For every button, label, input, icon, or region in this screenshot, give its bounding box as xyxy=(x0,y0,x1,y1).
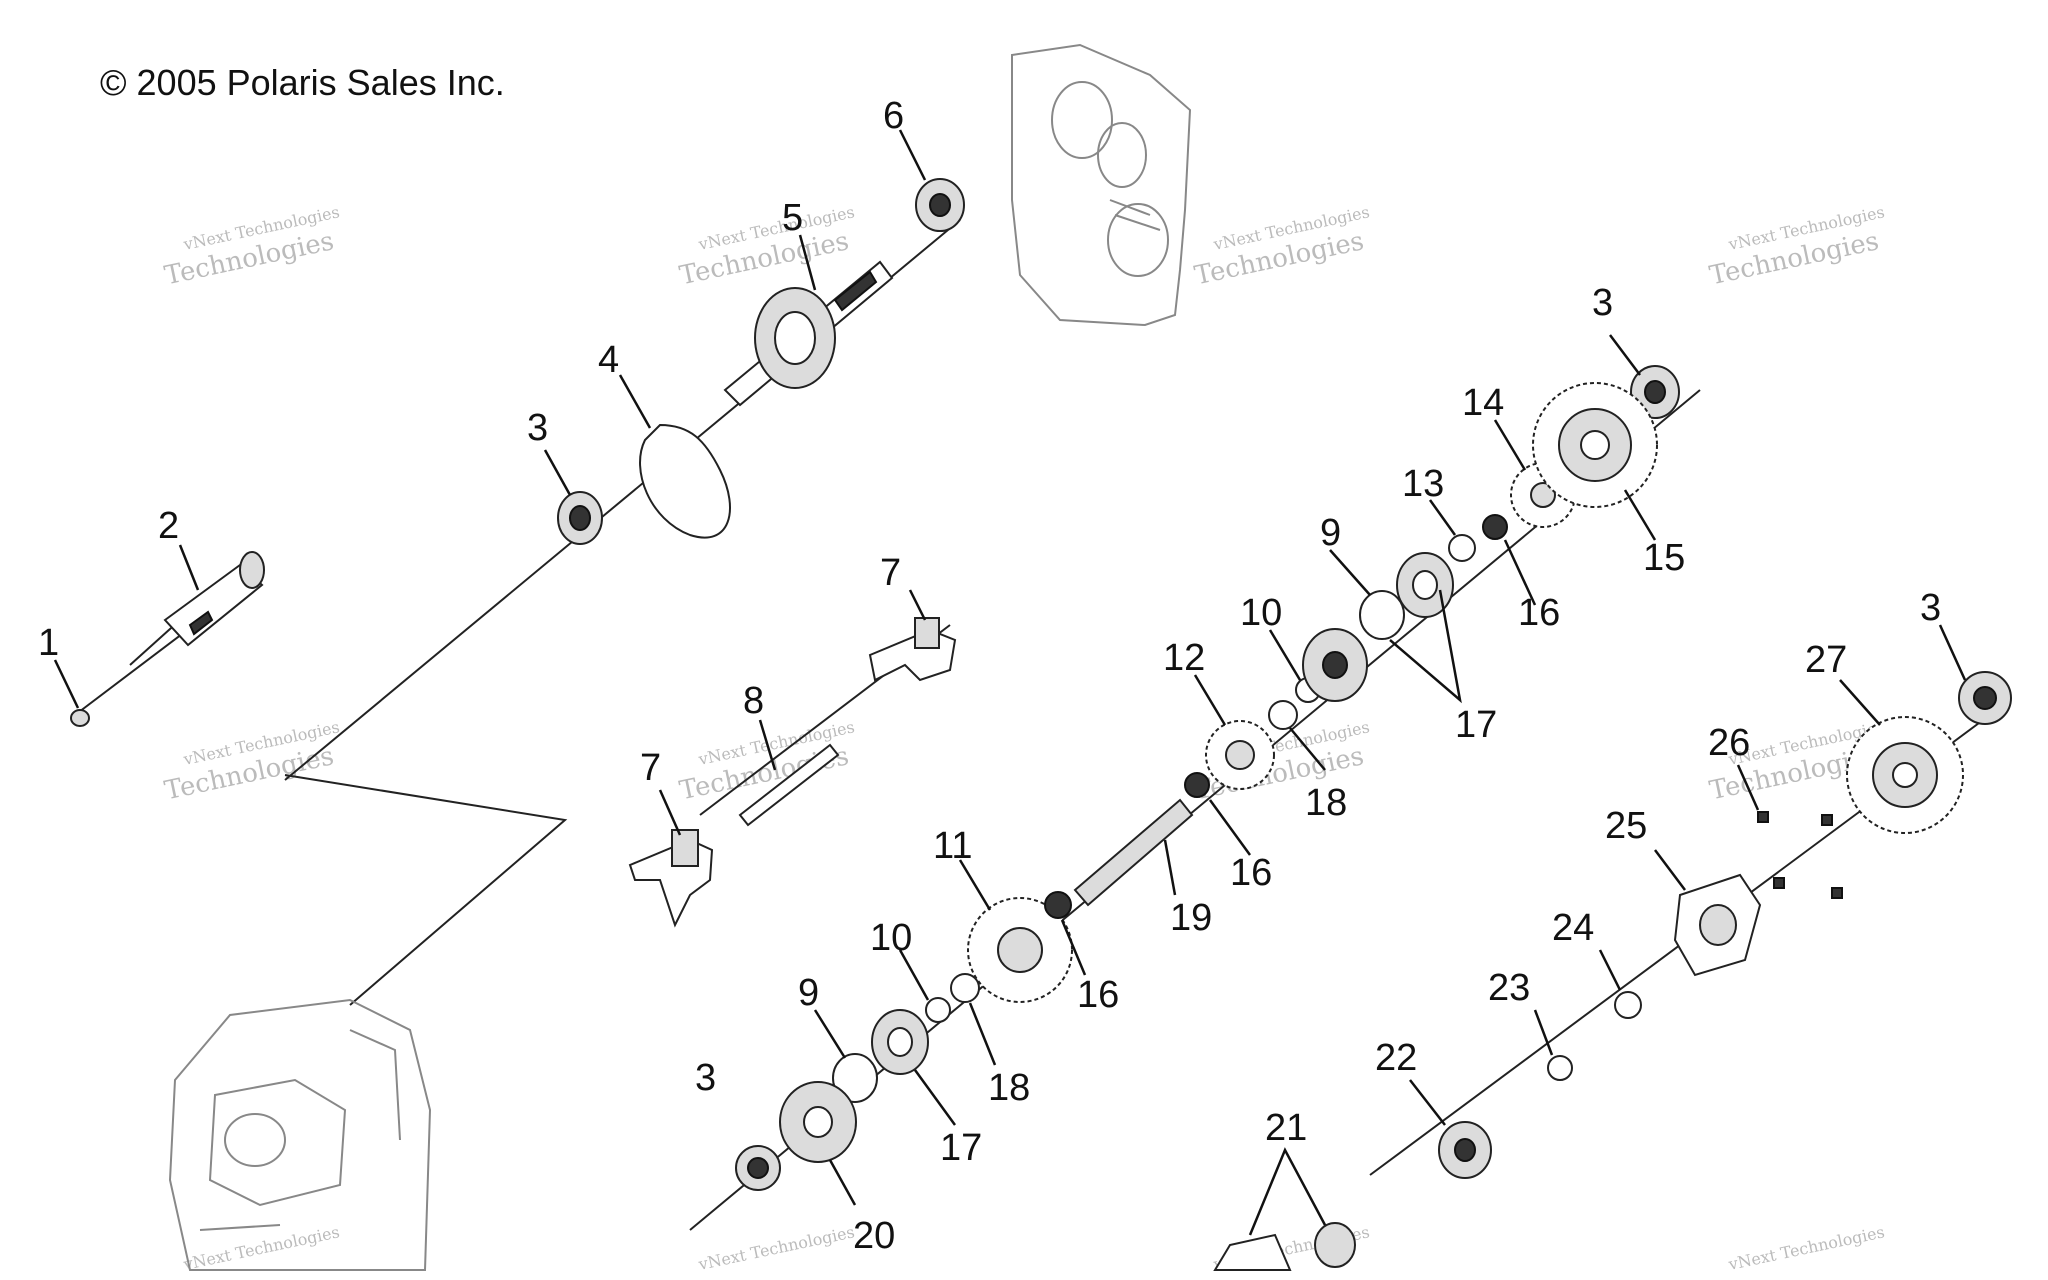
part-9-washer-b xyxy=(832,1053,878,1103)
watermark: vNext Technologies Technologies xyxy=(677,202,856,291)
transmission-cover xyxy=(1011,43,1192,327)
callout-14: 14 xyxy=(1462,382,1504,424)
callout-24: 24 xyxy=(1552,907,1594,949)
part-11-gear xyxy=(967,897,1073,1003)
part-4-drive-chain xyxy=(639,423,731,539)
part-5-output-shaft xyxy=(723,260,894,407)
part-7-shift-fork-a xyxy=(868,617,957,682)
callout-16b: 16 xyxy=(1230,852,1272,894)
part-12-gear xyxy=(1205,720,1275,790)
part-18-ring-a xyxy=(1268,700,1298,730)
part-15-gear xyxy=(1532,382,1658,508)
callout-10a: 10 xyxy=(1240,592,1282,634)
part-25-flange xyxy=(1673,873,1762,977)
part-10-ring-b xyxy=(925,997,951,1023)
leader-lines xyxy=(53,129,1967,1236)
part-17-hub-a xyxy=(1396,552,1454,618)
callout-11: 11 xyxy=(933,825,972,867)
part-2-shift-drum xyxy=(129,551,265,666)
part-21-output-yoke xyxy=(1213,1222,1356,1271)
callout-8: 8 xyxy=(743,680,764,722)
callout-12: 12 xyxy=(1163,637,1205,679)
part-16-bearing-a xyxy=(1482,514,1508,540)
watermark: vNext Technologies Technologies xyxy=(1707,202,1886,291)
callout-3: 3 xyxy=(527,407,548,449)
callout-9a: 9 xyxy=(1320,512,1341,554)
callout-27: 27 xyxy=(1805,639,1847,681)
callout-2: 2 xyxy=(158,505,179,547)
part-3-bearing-c xyxy=(1958,671,2012,725)
callout-26: 26 xyxy=(1708,722,1750,764)
part-1-retaining-ring xyxy=(70,709,90,727)
part-17-hub-b xyxy=(1302,628,1368,702)
part-18-ring-b xyxy=(950,973,980,1003)
callout-16c: 16 xyxy=(1077,974,1119,1016)
callout-21: 21 xyxy=(1265,1107,1307,1149)
callout-18a: 18 xyxy=(1305,782,1347,824)
callout-6: 6 xyxy=(883,95,904,137)
callout-22: 22 xyxy=(1375,1037,1417,1079)
part-7-shift-fork-b xyxy=(628,829,714,928)
part-24-ring xyxy=(1614,991,1642,1019)
callout-15: 15 xyxy=(1643,537,1685,579)
callout-4: 4 xyxy=(598,339,619,381)
gearcase-housing xyxy=(168,998,432,1271)
callout-7b: 7 xyxy=(640,747,661,789)
callout-3b: 3 xyxy=(1592,282,1613,324)
watermark: vNext Technologies Technologies xyxy=(162,717,341,806)
watermark: vNext Technologies Technologies xyxy=(162,202,341,291)
watermark-text: vNext Technologies xyxy=(696,1222,856,1274)
part-3-bearing-d xyxy=(735,1145,781,1191)
part-17-hub-c xyxy=(871,1009,929,1075)
part-16-bearing-c xyxy=(1044,891,1072,919)
part-27-ring-gear xyxy=(1846,716,1964,834)
callout-3c: 3 xyxy=(1920,587,1941,629)
callout-25: 25 xyxy=(1605,805,1647,847)
callout-labels: 1 2 3 4 5 6 7 7 8 9 9 10 10 11 12 13 14 … xyxy=(38,95,1941,1257)
callout-13: 13 xyxy=(1402,463,1444,505)
watermark-text: vNext Technologies xyxy=(1726,1222,1886,1274)
part-20-coupler xyxy=(779,1081,857,1163)
part-6-bearing xyxy=(915,178,965,232)
part-8-shift-rail xyxy=(738,743,840,827)
callout-18b: 18 xyxy=(988,1067,1030,1109)
watermark: vNext Technologies xyxy=(696,1222,856,1274)
part-22-bearing xyxy=(1438,1121,1492,1179)
callout-10b: 10 xyxy=(870,917,912,959)
part-19-splined-shaft xyxy=(1073,798,1194,907)
part-26-bolts xyxy=(1757,811,1843,899)
callout-17b: 17 xyxy=(940,1127,982,1169)
watermark: vNext Technologies xyxy=(1726,1222,1886,1274)
callout-17a: 17 xyxy=(1455,704,1497,746)
callout-23: 23 xyxy=(1488,967,1530,1009)
callout-16a: 16 xyxy=(1518,592,1560,634)
part-16-bearing-b xyxy=(1184,772,1210,798)
part-9-washer-a xyxy=(1359,590,1405,640)
callout-20: 20 xyxy=(853,1215,895,1257)
part-3-bearing-a xyxy=(557,491,603,545)
callout-3d: 3 xyxy=(695,1057,716,1099)
watermark-group: vNext Technologies Technologies vNext Te… xyxy=(162,202,1886,1274)
copyright-notice: © 2005 Polaris Sales Inc. xyxy=(100,62,505,103)
callout-5: 5 xyxy=(782,197,803,239)
part-23-ring xyxy=(1547,1055,1573,1081)
callout-19: 19 xyxy=(1170,897,1212,939)
callout-7a: 7 xyxy=(880,552,901,594)
watermark: vNext Technologies Technologies xyxy=(1192,202,1371,291)
axis-line-3 xyxy=(284,774,568,1006)
part-13-ring xyxy=(1448,534,1476,562)
callout-9b: 9 xyxy=(798,972,819,1014)
callout-1: 1 xyxy=(38,622,59,664)
